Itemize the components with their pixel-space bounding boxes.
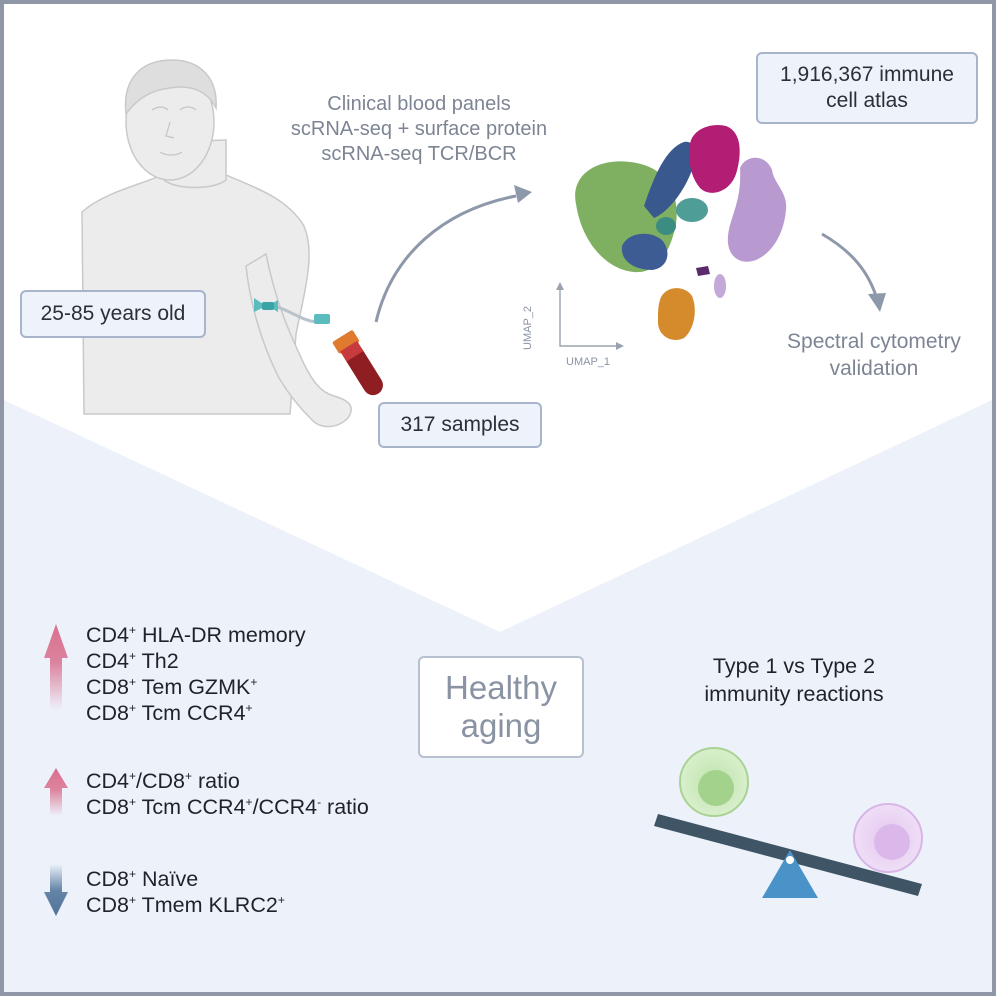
umap-axes xyxy=(559,286,620,347)
list-item: CD8+ Tmem KLRC2+ xyxy=(86,893,285,917)
blood-draw-kit xyxy=(254,298,383,396)
list-item: CD8+ Tcm CCR4+/CCR4- ratio xyxy=(86,795,369,819)
immunity-title: Type 1 vs Type 2 immunity reactions xyxy=(664,652,924,708)
age-range-text: 25-85 years old xyxy=(40,301,186,325)
flow-arrow xyxy=(374,194,517,323)
atlas-text-line1: 1,916,367 immune xyxy=(780,62,954,86)
cluster-teal-a xyxy=(676,198,708,222)
flow-arrow-head xyxy=(514,185,532,203)
trend-arrows xyxy=(44,624,68,916)
validation-arrow-head xyxy=(868,293,886,312)
validation-label: Spectral cytometry validation xyxy=(764,328,984,382)
increased-cells-list: CD4+ HLA-DR memory CD4+ Th2 CD8+ Tem GZM… xyxy=(86,622,306,726)
cell-green-inner xyxy=(698,770,734,806)
list-item: CD4+ HLA-DR memory xyxy=(86,623,306,647)
validation-line2: validation xyxy=(829,357,919,380)
decreased-cells-list: CD8+ Naïve CD8+ Tmem KLRC2+ xyxy=(86,866,285,918)
method-item: scRNA-seq TCR/BCR xyxy=(321,143,517,165)
samples-label: 317 samples xyxy=(378,402,542,448)
arrow-up-large xyxy=(44,624,68,710)
arrow-down xyxy=(44,864,68,916)
increased-ratios-list: CD4+/CD8+ ratio CD8+ Tcm CCR4+/CCR4- rat… xyxy=(86,768,369,820)
cluster-lilac xyxy=(727,157,787,262)
cluster-dark-dot xyxy=(696,266,710,276)
seesaw-fulcrum xyxy=(762,850,818,898)
face-details xyxy=(151,106,197,156)
validation-line1: Spectral cytometry xyxy=(787,330,961,353)
healthy-aging-box: Healthy aging xyxy=(418,656,584,758)
methods-list: Clinical blood panels scRNA-seq + surfac… xyxy=(256,92,582,167)
cluster-navy-a xyxy=(644,141,695,218)
cluster-teal-b xyxy=(656,217,676,235)
list-item: CD4+ Th2 xyxy=(86,649,179,673)
cluster-orange xyxy=(658,288,695,341)
cluster-navy-b xyxy=(621,233,668,270)
method-item: Clinical blood panels xyxy=(327,93,511,115)
list-item: CD8+ Tem GZMK+ xyxy=(86,675,258,699)
cell-purple-inner xyxy=(874,824,910,860)
umap-plot xyxy=(556,124,787,350)
validation-arrow xyxy=(821,232,878,297)
samples-text: 317 samples xyxy=(400,412,520,436)
age-range-label: 25-85 years old xyxy=(20,290,206,338)
immunity-title-line1: Type 1 vs Type 2 xyxy=(712,654,876,678)
immunity-title-line2: immunity reactions xyxy=(704,682,884,706)
healthy-aging-line2: aging xyxy=(460,707,542,744)
cluster-lilac-small xyxy=(714,274,726,298)
list-item: CD8+ Tcm CCR4+ xyxy=(86,701,253,725)
umap-x-label: UMAP_1 xyxy=(566,356,611,368)
atlas-text-line2: cell atlas xyxy=(826,89,908,112)
list-item: CD4+/CD8+ ratio xyxy=(86,769,240,793)
seesaw-illustration xyxy=(654,747,923,898)
arrow-up-small xyxy=(44,768,68,816)
healthy-aging-line1: Healthy xyxy=(445,669,557,706)
atlas-label: 1,916,367 immune cell atlas xyxy=(756,52,978,124)
list-item: CD8+ Naïve xyxy=(86,867,199,891)
cluster-magenta xyxy=(689,124,740,193)
method-item: scRNA-seq + surface protein xyxy=(290,118,548,140)
umap-y-label: UMAP_2 xyxy=(522,305,534,350)
